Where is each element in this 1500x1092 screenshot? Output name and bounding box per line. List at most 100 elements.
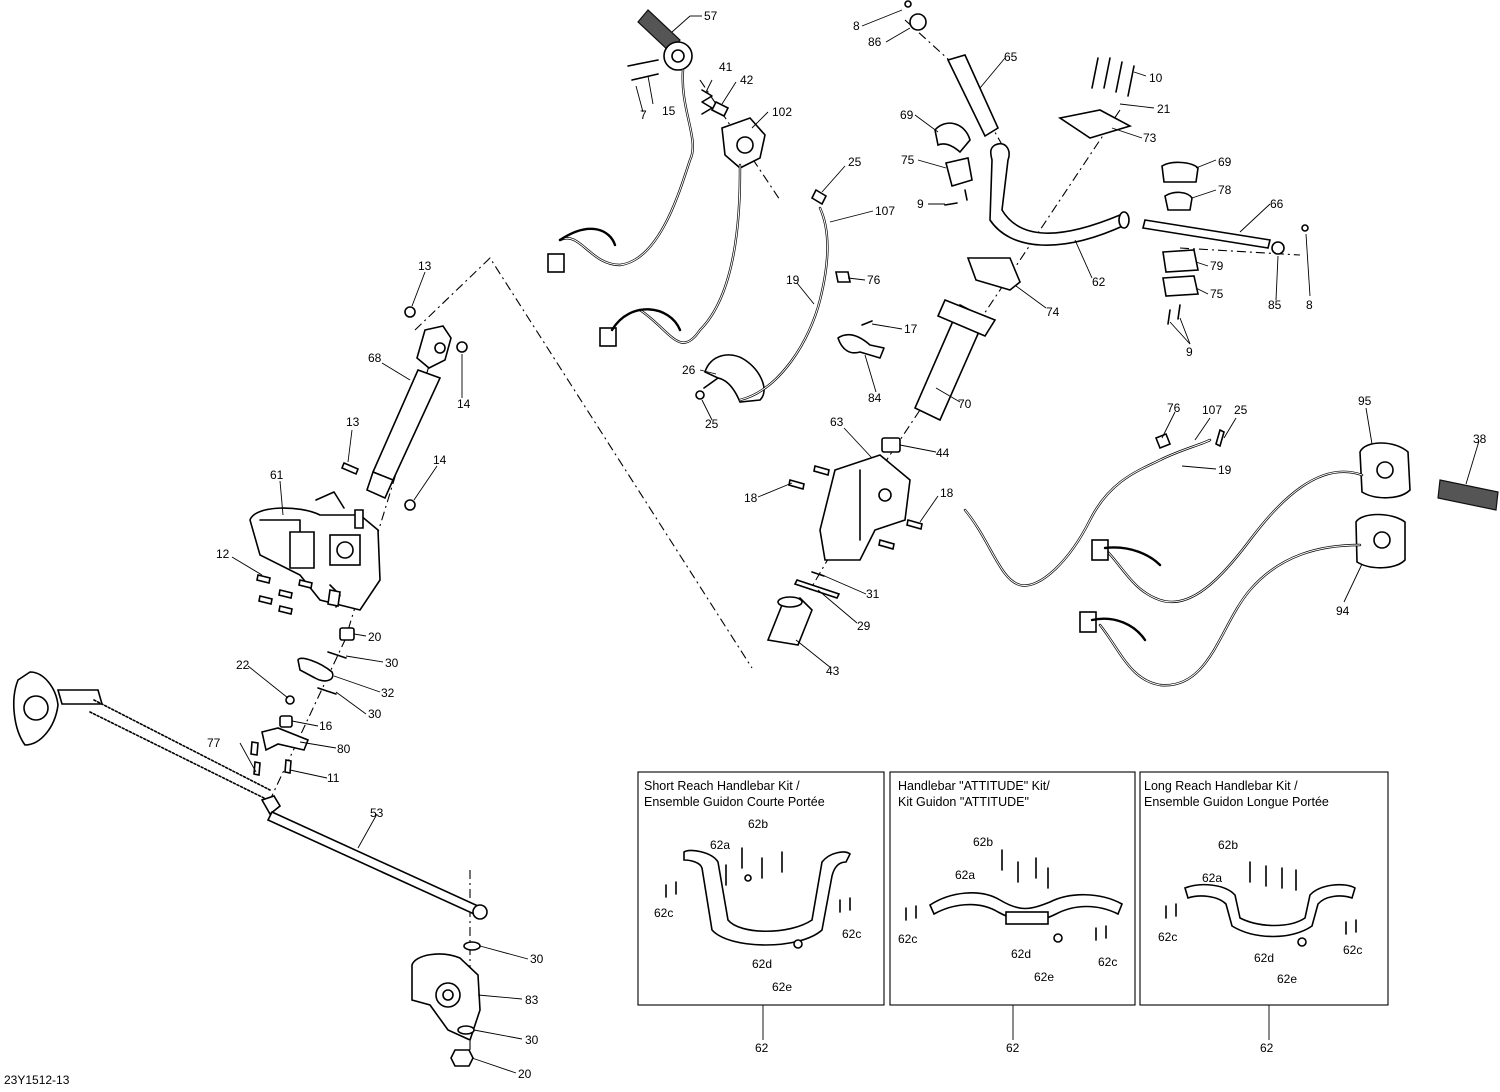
throttle-assembly: [547, 9, 885, 403]
callout-label: 84: [868, 391, 882, 405]
callout-label: 11: [327, 771, 340, 785]
kit-sub-ref: 62d: [1254, 951, 1274, 965]
callout-label: 18: [940, 486, 954, 500]
kit-frame: [637, 771, 885, 1006]
callout-label: 12: [216, 547, 230, 561]
callout-label: 63: [830, 415, 844, 429]
callout-label: 16: [319, 719, 333, 733]
callout-label: 38: [1473, 432, 1487, 446]
callout-label: 29: [857, 619, 871, 633]
callout-label: 18: [744, 491, 758, 505]
kit-sub-ref: 62d: [752, 957, 772, 971]
callout-label: 61: [270, 468, 284, 482]
callout-label: 25: [848, 155, 862, 169]
callout-label: 44: [936, 446, 950, 460]
kit-sub-ref: 62e: [772, 980, 792, 994]
kit-short-reach: Short Reach Handlebar Kit / Ensemble Gui…: [637, 771, 885, 1040]
callout-label: 14: [457, 397, 471, 411]
kit-sub-ref: 62b: [748, 817, 768, 831]
callout-label: 70: [958, 397, 972, 411]
callout-label: 75: [1210, 287, 1224, 301]
kit-parent-ref: 62: [1006, 1041, 1020, 1055]
kit-reference-labels: 6262b62a62c62c62d62e6262b62a62c62c62d62e…: [654, 817, 1362, 1055]
callout-label: 10: [1149, 71, 1163, 85]
callout-label: 41: [719, 60, 733, 74]
kit-sub-ref: 62a: [955, 868, 975, 882]
callout-label: 73: [1143, 131, 1157, 145]
kit-frame: [889, 771, 1136, 1006]
callout-label: 15: [662, 104, 676, 118]
callout-label: 65: [1004, 50, 1018, 64]
callout-label: 95: [1358, 394, 1372, 408]
callout-label: 69: [1218, 155, 1232, 169]
callout-label: 68: [368, 351, 382, 365]
kit-attitude: Handlebar "ATTITUDE" Kit/ Kit Guidon "AT…: [889, 771, 1136, 1040]
callout-label: 78: [1218, 183, 1232, 197]
callout-label: 57: [704, 9, 718, 23]
callout-label: 21: [1157, 102, 1171, 116]
kit-long-reach: Long Reach Handlebar Kit / Ensemble Guid…: [1139, 771, 1389, 1040]
callout-label: 102: [772, 105, 792, 119]
callout-label: 86: [868, 35, 882, 49]
kit-parent-ref: 62: [755, 1041, 769, 1055]
callout-label: 25: [1234, 403, 1248, 417]
callout-label: 75: [901, 153, 915, 167]
callout-label: 20: [518, 1067, 532, 1081]
callout-label: 107: [1202, 403, 1222, 417]
callout-label: 13: [346, 415, 360, 429]
drawing-code: 23Y1512-13: [4, 1073, 70, 1087]
callout-label: 22: [236, 658, 250, 672]
kit-sub-ref: 62c: [898, 932, 917, 946]
kit-title-line2: Kit Guidon "ATTITUDE": [898, 795, 1029, 809]
callout-label: 74: [1046, 305, 1060, 319]
kit-sub-ref: 62b: [1218, 838, 1238, 852]
callout-label: 13: [418, 259, 432, 273]
callout-label: 53: [370, 806, 384, 820]
callout-label: 7: [640, 108, 647, 122]
callout-label: 9: [1186, 345, 1193, 359]
handlebar-short-reach: [683, 849, 852, 946]
kit-sub-ref: 62e: [1034, 970, 1054, 984]
kit-sub-ref: 62a: [1202, 871, 1222, 885]
callout-label: 30: [525, 1033, 539, 1047]
callout-label: 30: [385, 656, 399, 670]
assembly-guide-lines: [269, 19, 1301, 1060]
callout-label: 17: [904, 322, 918, 336]
callout-label: 43: [826, 664, 840, 678]
kit-sub-ref: 62c: [1343, 943, 1362, 957]
callout-label: 19: [786, 273, 800, 287]
callout-label: 9: [917, 197, 924, 211]
tie-rod-and-knuckle: [13, 671, 488, 1067]
callout-label: 76: [1167, 401, 1181, 415]
kit-title-line2: Ensemble Guidon Longue Portée: [1144, 795, 1329, 809]
callout-label: 26: [682, 363, 696, 377]
callout-label: 42: [740, 73, 754, 87]
callout-label: 77: [207, 736, 221, 750]
handlebar-assembly: [904, 0, 1309, 325]
kit-sub-ref: 62c: [654, 906, 673, 920]
callout-labels: 5741421021578866510217369759251076978667…: [207, 9, 1487, 1081]
callout-label: 85: [1268, 298, 1282, 312]
callout-label: 94: [1336, 604, 1350, 618]
callout-label: 79: [1210, 259, 1224, 273]
handlebar-attitude: [928, 892, 1124, 923]
kit-frame: [1139, 771, 1389, 1006]
kit-sub-ref: 62d: [1011, 947, 1031, 961]
callout-label: 32: [381, 686, 395, 700]
kit-parent-ref: 62: [1260, 1041, 1274, 1055]
kit-title-line1: Short Reach Handlebar Kit /: [644, 779, 800, 793]
kit-title-line2: Ensemble Guidon Courte Portée: [644, 795, 825, 809]
callout-label: 62: [1092, 275, 1106, 289]
callout-label: 76: [867, 273, 881, 287]
callout-label: 20: [368, 630, 382, 644]
callout-label: 107: [875, 204, 895, 218]
callout-label: 66: [1270, 197, 1284, 211]
callout-label: 8: [853, 19, 860, 33]
callout-label: 83: [525, 993, 539, 1007]
callout-label: 14: [433, 453, 447, 467]
kit-sub-ref: 62c: [1098, 955, 1117, 969]
steering-stem-assembly: [766, 298, 997, 646]
handlebar-switch-assembly: [963, 428, 1499, 687]
callout-label: 8: [1306, 298, 1313, 312]
